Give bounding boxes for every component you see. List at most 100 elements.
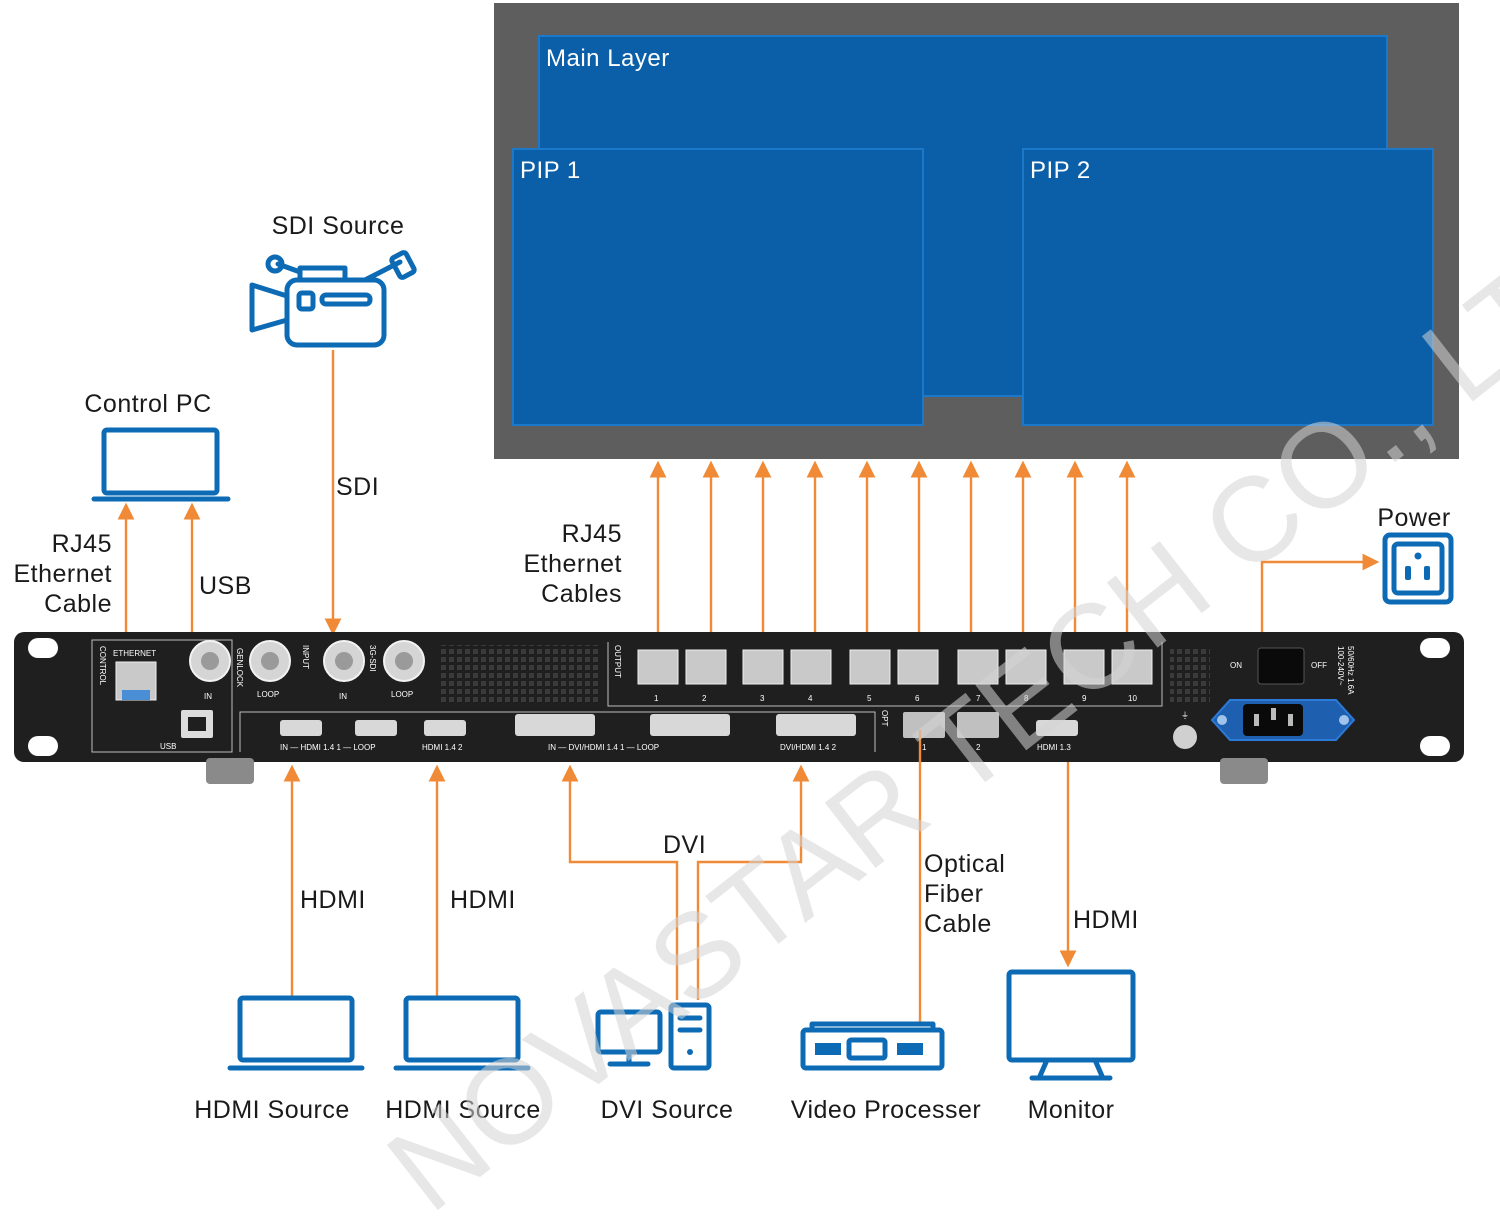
ground-screw — [1173, 725, 1197, 749]
power-label: Power — [1377, 504, 1450, 532]
output-port-3[interactable] — [742, 649, 784, 685]
video-processer: Optical Fiber Cable Video Processer — [791, 730, 1005, 1124]
pip1-label: PIP 1 — [520, 157, 581, 184]
hdmi14-2-label: HDMI 1.4 2 — [422, 743, 463, 752]
genlock-label: GENLOCK — [235, 648, 244, 688]
rj45-cable-line2: Ethernet — [13, 560, 112, 588]
rj45-cables-line3: Cables — [541, 580, 622, 608]
rack-ear-hole — [1420, 736, 1450, 756]
pip1-layer — [512, 148, 924, 426]
usb-port-label: USB — [160, 742, 176, 751]
rj45-cables-line2: Ethernet — [523, 550, 622, 578]
hdmi-cable-1-label: HDMI — [300, 886, 366, 914]
sdi-loop-connector[interactable] — [383, 640, 425, 682]
monitor-icon — [1006, 969, 1136, 1081]
ground-icon: ⏚ — [1181, 711, 1189, 720]
sdi-source: SDI Source SDI — [249, 212, 417, 636]
sdi-source-label: SDI Source — [272, 212, 405, 240]
laptop-icon — [393, 995, 531, 1071]
hdmi-source-1-label: HDMI Source — [194, 1096, 350, 1124]
output-port-number: 6 — [915, 694, 920, 703]
dvi1-loop-port[interactable] — [650, 714, 730, 736]
output-cables — [649, 460, 1136, 648]
sdi-in-connector[interactable] — [323, 640, 365, 682]
output-port-7[interactable] — [957, 649, 999, 685]
hdmi-out-cable-label: HDMI — [1073, 906, 1139, 934]
rj45-cables-label: RJ45 Ethernet Cables — [523, 520, 622, 608]
pip2-label: PIP 2 — [1030, 157, 1091, 184]
main-layer-label: Main Layer — [546, 45, 670, 72]
hdmi-source-1: HDMI HDMI Source — [194, 764, 366, 1124]
genlock-loop-connector[interactable] — [249, 640, 291, 682]
output-port-10[interactable] — [1111, 649, 1153, 685]
power-off-label: OFF — [1311, 661, 1327, 670]
output-port-1[interactable] — [637, 649, 679, 685]
output-ports — [637, 649, 1153, 685]
dvi-cable-label: DVI — [663, 831, 706, 859]
power-rating-line2: 100-240V~ — [1336, 646, 1345, 686]
sdi-3g-label: 3G-SDI — [368, 645, 377, 672]
usb-cable-label: USB — [199, 572, 252, 600]
sdi-loop-label: LOOP — [391, 690, 413, 699]
output-section-label: OUTPUT — [613, 645, 622, 678]
laptop-icon — [91, 427, 231, 502]
video-processer-label: Video Processer — [791, 1096, 981, 1124]
output-port-number: 9 — [1082, 694, 1087, 703]
dvi1-in-port[interactable] — [515, 714, 595, 736]
video-camera-icon — [249, 250, 417, 348]
hdmi14-1-in-port[interactable] — [280, 720, 322, 736]
dvi-source-label: DVI Source — [601, 1096, 734, 1124]
rack-ear-hole — [28, 736, 58, 756]
power-switch[interactable] — [1257, 647, 1305, 685]
dvi1-label: IN — DVI/HDMI 1.4 1 — LOOP — [548, 743, 659, 752]
hdmi-source-2: HDMI HDMI Source — [385, 764, 541, 1124]
output-port-number: 5 — [867, 694, 872, 703]
rj45-cable-line1: RJ45 — [52, 530, 112, 558]
output-port-4[interactable] — [790, 649, 832, 685]
hdmi-source-2-label: HDMI Source — [385, 1096, 541, 1124]
optical-cable-line3: Cable — [924, 910, 992, 938]
optical-cable-line2: Fiber — [924, 880, 983, 908]
optical-cable-line1: Optical — [924, 850, 1005, 878]
hdmi14-1-loop-port[interactable] — [355, 720, 397, 736]
rack-ear-hole — [28, 638, 58, 658]
output-port-6[interactable] — [897, 649, 939, 685]
power-rating-line1: 50/60Hz 1.6A — [1346, 646, 1355, 695]
hdmi-cable-2-label: HDMI — [450, 886, 516, 914]
hdmi13-label: HDMI 1.3 — [1037, 743, 1071, 752]
monitor-device: HDMI Monitor — [1006, 762, 1139, 1124]
genlock-in-connector[interactable] — [189, 640, 231, 682]
opt-port-1[interactable] — [903, 712, 945, 738]
rack-ear-hole — [1420, 638, 1450, 658]
control-pc-label: Control PC — [84, 390, 211, 418]
hdmi13-out-port[interactable] — [1036, 720, 1078, 736]
input-section-label: INPUT — [301, 645, 310, 669]
sdi-in-label: IN — [339, 692, 347, 701]
output-port-numbers: 1 2 3 4 5 6 7 8 9 10 — [654, 694, 1137, 703]
opt-port-1-label: 1 — [922, 743, 927, 752]
hdmi14-2-port[interactable] — [424, 720, 466, 736]
output-port-number: 3 — [760, 694, 765, 703]
control-section-label: CONTROL — [98, 646, 107, 686]
laptop-icon — [227, 995, 365, 1071]
sdi-cable-label: SDI — [336, 473, 379, 501]
power-inlet[interactable] — [1210, 699, 1356, 741]
output-port-number: 2 — [702, 694, 707, 703]
output-port-9[interactable] — [1063, 649, 1105, 685]
output-port-number: 1 — [654, 694, 659, 703]
monitor-label: Monitor — [1028, 1096, 1115, 1124]
hdmi14-1-label: IN — HDMI 1.4 1 — LOOP — [280, 743, 376, 752]
genlock-in-label: IN — [204, 692, 212, 701]
power-on-label: ON — [1230, 661, 1242, 670]
rj45-cable-line3: Cable — [44, 590, 112, 618]
output-port-number: 7 — [976, 694, 981, 703]
dvi2-label: DVI/HDMI 1.4 2 — [780, 743, 837, 752]
dvi2-port[interactable] — [776, 714, 856, 736]
power-outlet: Power — [1253, 504, 1454, 699]
output-port-2[interactable] — [685, 649, 727, 685]
video-processor-icon — [800, 1021, 945, 1071]
opt-port-2[interactable] — [957, 712, 999, 738]
output-port-5[interactable] — [849, 649, 891, 685]
pip2-layer — [1022, 148, 1434, 426]
output-port-8[interactable] — [1005, 649, 1047, 685]
